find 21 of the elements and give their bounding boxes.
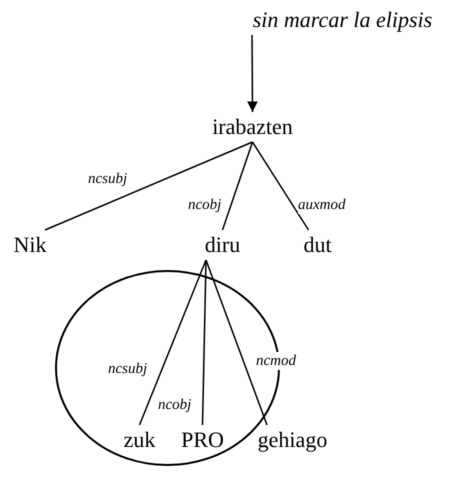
- tree-branch-line: [205, 260, 268, 426]
- tree-word: diru: [195, 230, 250, 260]
- edge-label: ncsubj: [88, 170, 128, 188]
- arrow: [247, 35, 258, 112]
- tree-branch-line: [138, 260, 207, 426]
- tree-word: Nik: [5, 230, 55, 260]
- tree-branch-line: [44, 141, 253, 231]
- tree-word: dut: [295, 230, 340, 260]
- edge-label: ncobj: [188, 196, 222, 214]
- tree-branch-line: [222, 142, 254, 230]
- tree-branch-line: [202, 260, 207, 426]
- annotation-text: sin marcar la elipsis: [225, 5, 460, 35]
- edge-label: ncsubj: [108, 360, 148, 378]
- tree-word: irabazten: [205, 112, 300, 142]
- edge-label: ncobj: [158, 396, 192, 414]
- tree-word: PRO: [175, 425, 230, 455]
- tree-word: gehiago: [250, 425, 335, 455]
- tree-word: zuk: [117, 425, 162, 455]
- edge-label: ncmod: [256, 352, 296, 370]
- tree-branch-line: [252, 142, 310, 230]
- edge-label: auxmod: [298, 196, 346, 214]
